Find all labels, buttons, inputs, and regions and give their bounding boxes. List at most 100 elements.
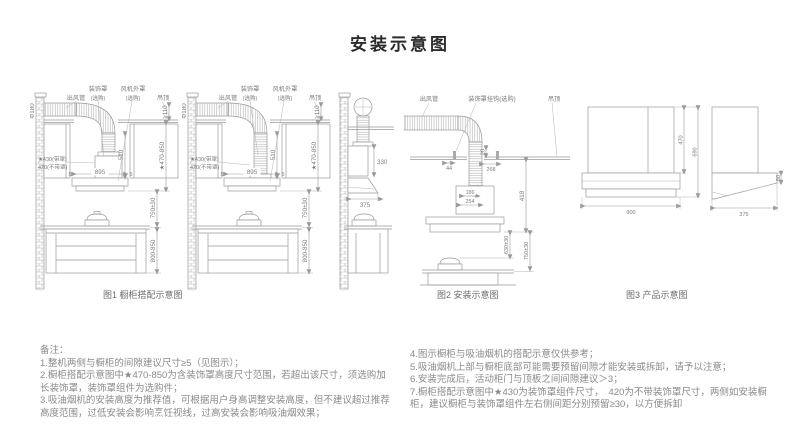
exhaust-duct bbox=[404, 115, 483, 187]
width-dim: 900 bbox=[626, 210, 635, 216]
total-height-dim: 690 bbox=[693, 147, 699, 156]
depth-dim: 375 bbox=[739, 212, 748, 218]
fig1-side-view: 330 375 bbox=[338, 92, 394, 290]
no-cover-width-dim: 420(不带罩) bbox=[190, 164, 220, 171]
duct-out-label: 出风管 bbox=[67, 94, 86, 102]
note-item-1: 1.整机两侧与橱柜的间隙建议尺寸≥5（见图示）； bbox=[40, 357, 244, 369]
ceiling-line bbox=[410, 156, 570, 160]
optional-label-a: (选购) bbox=[91, 94, 106, 102]
fig3-product-view: 900 470 690 80 375 bbox=[580, 105, 784, 218]
front-dimensions: 900 470 690 bbox=[580, 105, 701, 216]
note-item-6: 6.安装完成后，活动柜门与顶板之间间隙建议＞3； bbox=[410, 374, 623, 385]
range-hood bbox=[71, 177, 129, 192]
optional-label-a: (选购) bbox=[243, 94, 258, 102]
upper-cabinets bbox=[43, 123, 179, 179]
gap-right-dim: 5 bbox=[281, 172, 284, 178]
hood-width-dim: 895 bbox=[95, 169, 106, 176]
ceiling-label: 吊顶 bbox=[309, 95, 321, 102]
gap-left-dim: 5 bbox=[220, 172, 223, 178]
hood-width-dim: 895 bbox=[247, 169, 258, 176]
wall bbox=[34, 92, 47, 290]
dimensions: 330 375 bbox=[346, 144, 388, 209]
product-side-view bbox=[711, 106, 778, 200]
upper-cabinets bbox=[195, 123, 331, 179]
stove-pot bbox=[351, 213, 377, 227]
dimensions: Φ180 ≥110 ★430(带罩) 420(不带罩) 895 5 5 510 … bbox=[182, 102, 330, 275]
body-height-dim: 418 bbox=[519, 190, 526, 201]
cover-height-dim: 510 bbox=[270, 149, 277, 160]
duct-out-label: 出风管 bbox=[219, 94, 238, 102]
wall bbox=[186, 92, 199, 290]
cover-hook bbox=[453, 151, 499, 159]
cover-height-dim: 510 bbox=[118, 149, 125, 160]
stove-pot bbox=[437, 257, 463, 271]
part-labels: 装饰罩 风机外罩 出风管 (选购) (选购) 吊顶 bbox=[65, 85, 172, 182]
deco-cover-label: 装饰罩 bbox=[89, 85, 108, 93]
counter-and-base bbox=[420, 269, 516, 286]
note-item-5: 5.吸油烟机上部与橱柜底部可能需要预留间隙才能安装或拆卸，请予以注意； bbox=[410, 361, 732, 373]
chimney-height-dim: 470 bbox=[679, 135, 685, 144]
exhaust-duct bbox=[43, 102, 120, 157]
cover-side bbox=[347, 145, 369, 177]
deco-range-dim: ★470-850 bbox=[159, 141, 166, 170]
duct-to-edge-dim: 268 bbox=[486, 167, 495, 173]
exhaust-duct bbox=[195, 102, 272, 179]
fan-cover-label: 风机外罩 bbox=[121, 85, 146, 93]
range-hood bbox=[223, 177, 281, 192]
counter-and-base-cabinet bbox=[344, 225, 392, 274]
fig2-installation-view: 出风管 装饰罩挂钩(选购) 吊顶 44 268 20 186 bbox=[404, 95, 570, 286]
note-item-4: 4.图示橱柜与吸油烟机的搭配示意仅供参考； bbox=[410, 349, 599, 360]
ceiling-gap-dim: ≥110 bbox=[162, 105, 169, 119]
hook-label: 装饰罩挂钩(选购) bbox=[468, 95, 515, 103]
ceiling-gap-dim: ≥110 bbox=[314, 105, 321, 119]
fig2-caption: 图2 安装示意图 bbox=[437, 290, 499, 300]
gap-left-dim: 5 bbox=[68, 172, 71, 178]
counter-height-dim: 800-850 bbox=[150, 239, 157, 262]
hook-span-b-dim: 254 bbox=[466, 199, 475, 205]
dimensions: Φ180 ≥110 ★430(带罩) 420(不带罩) 895 5 5 510 … bbox=[30, 102, 178, 275]
note-item-3: 3.吸油烟机的安装高度为推荐值，可根据用户身高调整安装高度，但不建议超过推荐高度… bbox=[40, 395, 390, 419]
cover-width-dim: ★430(带罩) bbox=[38, 156, 67, 163]
fig1-caption: 图1 橱柜搭配示意图 bbox=[103, 290, 183, 300]
fig1-front-view-no-cover: 装饰罩 风机外罩 出风管 (选购) (选购) 吊顶 Φ180 ≥110 ★430… bbox=[182, 85, 331, 290]
above-ceiling-dim: 20 bbox=[481, 149, 487, 155]
notes-left-column: 备注： 1.整机两侧与橱柜的间隙建议尺寸≥5（见图示）； 2.橱柜搭配示意图中★… bbox=[40, 345, 394, 420]
page-title: 安装示意图 bbox=[350, 35, 450, 54]
pipe-diameter-dim: Φ180 bbox=[30, 103, 36, 119]
part-labels: 装饰罩 风机外罩 出风管 (选购) (选购) 吊顶 bbox=[217, 85, 324, 182]
fan-cover-label: 风机外罩 bbox=[273, 85, 298, 93]
stove-clearance-dim: 630±30 bbox=[504, 236, 510, 254]
hook-offset-dim: 44 bbox=[446, 166, 452, 172]
side-depth-dim: 375 bbox=[360, 202, 371, 209]
fig1-front-view-with-cover: 装饰罩 风机外罩 出风管 (选购) (选购) 吊顶 Φ180 ≥110 ★430… bbox=[30, 85, 179, 290]
gap-right-dim: 5 bbox=[129, 172, 132, 178]
notes-right-column: 4.图示橱柜与吸油烟机的搭配示意仅供参考； 5.吸油烟机上部与橱柜底部可能需要预… bbox=[410, 349, 768, 412]
ceiling-line bbox=[348, 126, 394, 130]
deco-cover-label: 装饰罩 bbox=[241, 85, 260, 93]
product-front-view bbox=[581, 106, 681, 198]
deco-range-dim: ★470-850 bbox=[311, 141, 318, 170]
counter-and-base-cabinet bbox=[40, 225, 150, 274]
hood-side-profile bbox=[347, 177, 379, 194]
stove-pot bbox=[236, 211, 262, 227]
duct-out-label: 出风管 bbox=[420, 95, 439, 103]
counter-and-base-cabinet bbox=[192, 225, 302, 274]
hood-to-counter-dim: 750±30 bbox=[302, 197, 309, 218]
notes-heading: 备注： bbox=[40, 345, 69, 356]
optional-label-b: (选购) bbox=[126, 94, 141, 102]
counter-height-dim: 800-850 bbox=[302, 239, 309, 262]
side-top-height-dim: 330 bbox=[377, 159, 388, 166]
hook-span-a-dim: 186 bbox=[466, 190, 475, 196]
ceiling-line bbox=[44, 119, 178, 123]
pipe-diameter-dim: Φ180 bbox=[182, 103, 188, 119]
ceiling-label: 吊顶 bbox=[157, 95, 169, 102]
fig3-caption: 图3 产品示意图 bbox=[626, 290, 688, 300]
dimensions: 44 268 20 186 254 418 630±30 750±30 bbox=[442, 145, 534, 272]
stove-pot bbox=[84, 211, 110, 227]
ceiling-line bbox=[196, 119, 330, 123]
optional-label-b: (选购) bbox=[278, 94, 293, 102]
note-item-2: 2.橱柜搭配示意图中★470-850为含装饰罩高度尺寸范围，若超出该尺寸，须选购… bbox=[40, 370, 386, 394]
counter-clearance-dim: 750±30 bbox=[524, 242, 530, 260]
no-cover-width-dim: 420(不带罩) bbox=[38, 164, 68, 171]
